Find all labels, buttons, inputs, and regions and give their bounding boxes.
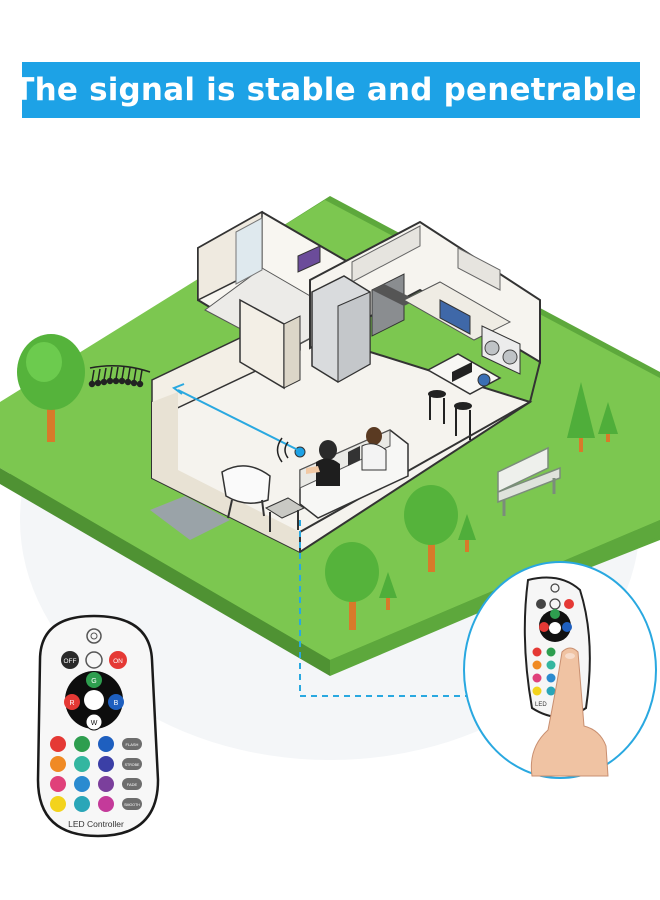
signal-arrow-icon bbox=[171, 383, 185, 395]
off-label: OFF bbox=[64, 658, 77, 665]
on-button[interactable] bbox=[109, 651, 127, 669]
on-label: ON bbox=[113, 658, 123, 665]
walkway bbox=[150, 496, 230, 540]
strobe-label: STROBE bbox=[125, 763, 140, 767]
brightness-button[interactable] bbox=[85, 651, 103, 669]
flash-label: FLASH bbox=[126, 742, 139, 747]
smooth-label: SMOOTH bbox=[124, 803, 140, 807]
fade-label: FADE bbox=[127, 782, 138, 787]
white-center-button[interactable] bbox=[84, 690, 104, 710]
ir-signal-beam bbox=[177, 389, 299, 451]
red-button[interactable] bbox=[64, 694, 80, 710]
banner-title: The signal is stable and penetrable. bbox=[13, 72, 649, 108]
color-button[interactable] bbox=[50, 756, 66, 772]
color-button[interactable] bbox=[50, 796, 66, 812]
signal-wave-icon bbox=[284, 441, 289, 459]
tree-conifer-2 bbox=[598, 402, 618, 442]
b-label: B bbox=[114, 700, 119, 707]
color-button[interactable] bbox=[98, 796, 114, 812]
title-banner: The signal is stable and penetrable. bbox=[13, 62, 649, 118]
remote-brand-label: LED Controller bbox=[68, 819, 124, 829]
tree-front-right bbox=[404, 485, 458, 572]
inset-circle: LED bbox=[463, 561, 657, 779]
r-label: R bbox=[69, 700, 74, 707]
color-button[interactable] bbox=[74, 756, 90, 772]
park-bench bbox=[497, 446, 561, 516]
strobe-button[interactable] bbox=[122, 758, 142, 770]
off-button[interactable] bbox=[61, 651, 79, 669]
g-label: G bbox=[91, 678, 96, 685]
tree-left bbox=[17, 334, 85, 442]
color-button[interactable] bbox=[74, 776, 90, 792]
white-button[interactable] bbox=[85, 713, 103, 731]
armchair bbox=[221, 465, 271, 519]
inset-remote-label: LED bbox=[535, 702, 547, 708]
finger-icon bbox=[530, 647, 609, 777]
side-table bbox=[264, 497, 306, 532]
people-on-sofa bbox=[306, 427, 387, 486]
color-button[interactable] bbox=[98, 776, 114, 792]
mode-button[interactable] bbox=[86, 628, 102, 644]
tree-front bbox=[325, 542, 379, 630]
led-strip-lights bbox=[88, 365, 151, 388]
tree-conifer-1 bbox=[567, 382, 595, 452]
tree-conifer-3 bbox=[458, 514, 476, 552]
flash-button[interactable] bbox=[122, 738, 142, 750]
led-remote-controller: OFF ON G R B W FLASH STROBE bbox=[36, 614, 160, 838]
color-button[interactable] bbox=[74, 736, 90, 752]
green-button[interactable] bbox=[86, 672, 102, 688]
color-button-grid: FLASH STROBE FADE SMOOTH bbox=[50, 736, 142, 812]
tree-conifer-4 bbox=[379, 572, 397, 610]
blue-button[interactable] bbox=[108, 694, 124, 710]
color-button[interactable] bbox=[74, 796, 90, 812]
w-label: W bbox=[91, 720, 98, 727]
color-button[interactable] bbox=[50, 736, 66, 752]
color-button[interactable] bbox=[98, 736, 114, 752]
color-button[interactable] bbox=[98, 756, 114, 772]
dashed-connector bbox=[299, 520, 468, 697]
smooth-button[interactable] bbox=[122, 798, 142, 810]
house-cutaway bbox=[151, 210, 541, 554]
fade-button[interactable] bbox=[122, 778, 142, 790]
color-button[interactable] bbox=[50, 776, 66, 792]
